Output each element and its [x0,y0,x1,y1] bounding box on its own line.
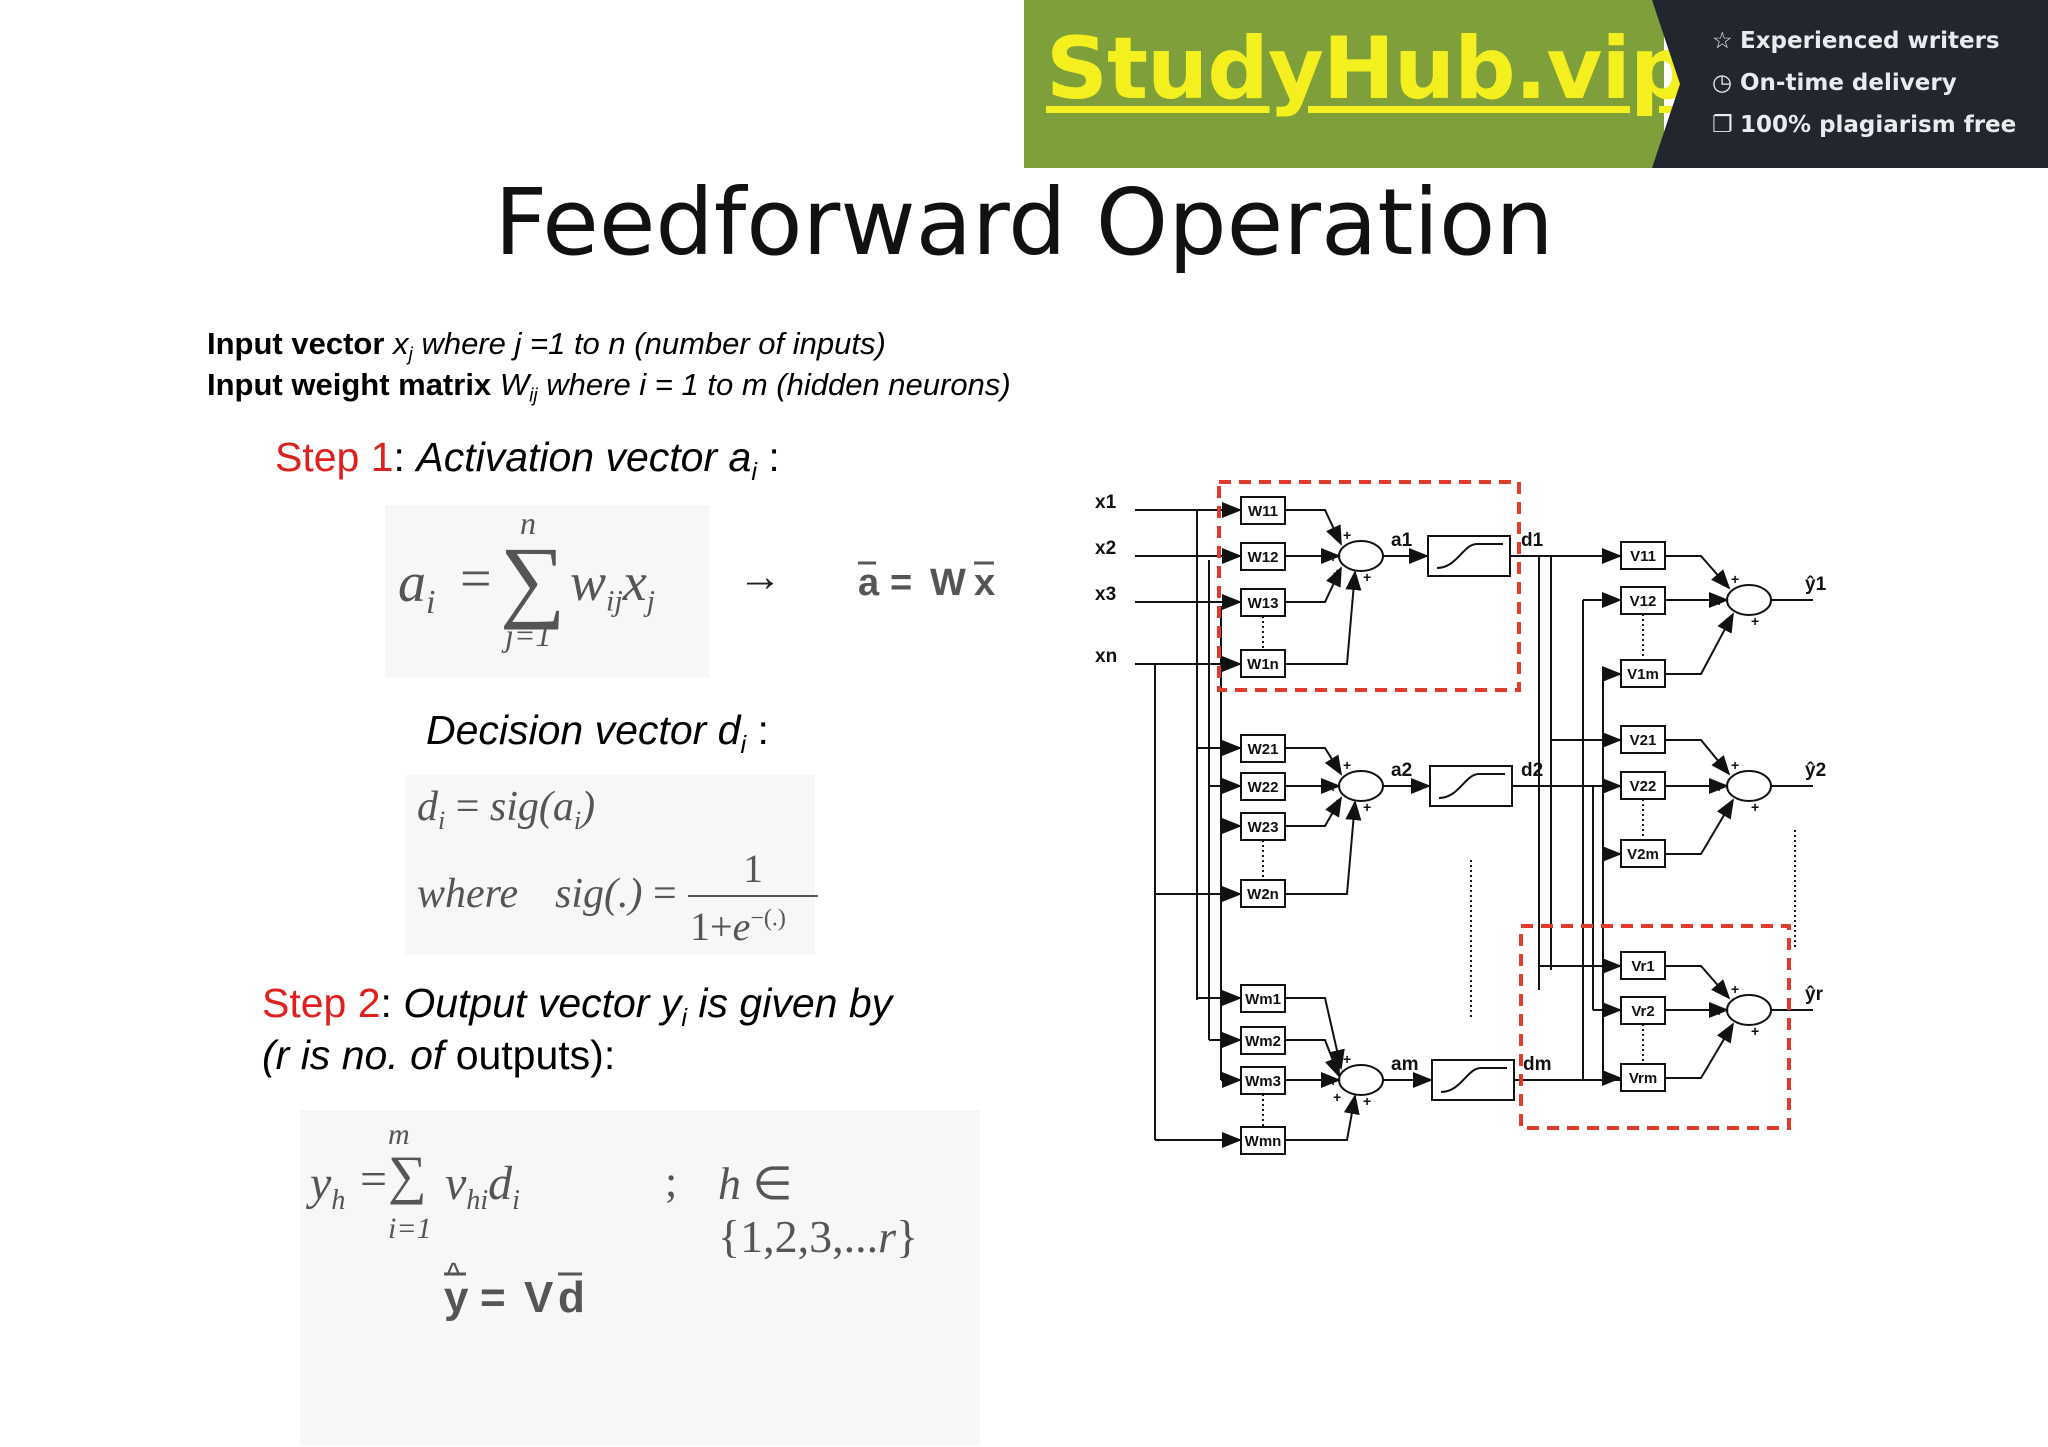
decision-label: dm [1523,1054,1552,1075]
weight-label: Wmn [1245,1133,1282,1150]
svg-text:+: + [1751,799,1759,815]
weight-label: Wm3 [1245,1073,1281,1090]
definition-input-vector: Input vector xj where j =1 to n (number … [207,326,886,366]
input-label: xn [1095,646,1117,667]
out-weight-label: V21 [1630,732,1657,749]
svg-text:+: + [1333,565,1341,581]
output-label: ŷ2 [1805,760,1826,781]
step1-heading: Step 1: Activation vector ai : [275,434,780,486]
svg-text:+: + [1731,571,1739,587]
svg-text:+: + [1731,981,1739,997]
svg-text:y: y [444,1273,469,1322]
activation-label: a1 [1391,530,1413,551]
out-weight-label: V22 [1630,778,1657,795]
svg-text:V: V [524,1273,554,1322]
svg-text:d: d [558,1273,585,1322]
weight-label: W11 [1248,503,1278,520]
svg-text:+: + [1329,779,1337,795]
feature-label: On-time delivery [1740,70,1957,96]
decision-heading: Decision vector di : [426,707,769,759]
svg-text:+: + [1715,779,1723,795]
banner-brand-panel: StudyHub.vip [1024,0,1691,168]
weight-label: W1n [1247,656,1279,673]
weight-label: Wm1 [1245,991,1281,1008]
weight-label: Wm2 [1245,1033,1281,1050]
svg-text:+: + [1363,1093,1371,1109]
output-equation: m i=1 ∑ ∑ yh = vhidi ; h ∈ {1,2,3,...r} … [300,1110,980,1445]
arrow-icon: → [738,552,782,601]
slide-title: Feedforward Operation [494,169,1554,276]
weight-label: W23 [1248,819,1279,836]
svg-text:+: + [1715,593,1723,609]
advert-banner[interactable]: StudyHub.vip ☆ Experienced writers ◷ On-ti… [1024,0,2048,168]
out-weight-label: V12 [1630,593,1657,610]
svg-text:a: a [858,562,880,604]
activation-label: am [1391,1054,1418,1075]
feature-item: ☆ Experienced writers [1712,28,2000,54]
activation-label: a2 [1391,760,1412,781]
decision-equation: di = sig(ai) where sig(.) = 1 1+e−(.) [405,775,818,955]
clock-icon: ◷ [1712,70,1733,96]
svg-text:+: + [1333,795,1341,811]
svg-text:+: + [1363,569,1371,585]
brand-logo[interactable]: StudyHub.vip [1046,19,1691,119]
weight-label: W21 [1248,741,1279,758]
vector-activation-equation: a = W x [858,561,995,604]
out-weight-label: V2m [1627,846,1659,863]
banner-features-panel [1652,0,2048,168]
svg-text:+: + [1343,527,1351,543]
out-weight-label: Vr2 [1631,1003,1654,1020]
decision-label: d1 [1521,530,1544,551]
svg-text:+: + [1731,757,1739,773]
weight-label: W22 [1248,779,1279,796]
out-weight-label: V1m [1627,666,1659,683]
svg-text:^: ^ [447,1260,460,1283]
copy-icon: ❐ [1712,112,1733,138]
vector-output-equation: y ^ = V d [444,1260,585,1322]
feature-item: ◷ On-time delivery [1712,70,1957,96]
highlight-hidden-neuron [1217,480,1521,692]
svg-text:+: + [1715,1003,1723,1019]
out-weight-label: Vr1 [1631,958,1654,975]
definition-weight-matrix: Input weight matrix Wij where i = 1 to m… [207,367,1011,407]
svg-text:=: = [480,1273,506,1322]
feature-item: ❐ 100% plagiarism free [1712,112,2016,138]
input-label: x3 [1095,584,1116,605]
activation-equation: ai = ∑ n j=1 wijxj [385,505,710,677]
network-diagram: ++++ ++++ ++++ +++ +++ +++ x1 x2 x3 xn a… [1095,480,1827,1155]
step2-heading: Step 2: Output vector yi is given by [262,980,893,1032]
star-icon: ☆ [1712,28,1733,54]
input-label: x2 [1095,538,1116,559]
svg-text:=: = [890,562,912,604]
weight-label: W12 [1248,549,1279,566]
output-label: ŷr [1805,984,1824,1005]
weight-label: W13 [1248,595,1279,612]
feature-label: 100% plagiarism free [1740,112,2017,138]
svg-text:+: + [1751,613,1759,629]
svg-text:W: W [930,562,966,604]
svg-text:+: + [1363,799,1371,815]
step2-subline: (r is no. of outputs): [262,1032,616,1078]
input-label: x1 [1095,492,1117,513]
svg-text:+: + [1329,549,1337,565]
svg-text:+: + [1751,1023,1759,1039]
highlight-output-neuron [1519,924,1791,1130]
svg-text:+: + [1343,1051,1351,1067]
out-weight-label: Vrm [1629,1070,1657,1087]
out-weight-label: V11 [1630,548,1656,565]
svg-text:+: + [1329,1073,1337,1089]
decision-label: d2 [1521,760,1543,781]
svg-text:+: + [1333,1089,1341,1105]
weight-label: W2n [1247,886,1279,903]
feature-label: Experienced writers [1740,28,2000,54]
output-label: ŷ1 [1805,574,1827,595]
svg-text:x: x [974,562,995,604]
svg-text:+: + [1343,757,1351,773]
